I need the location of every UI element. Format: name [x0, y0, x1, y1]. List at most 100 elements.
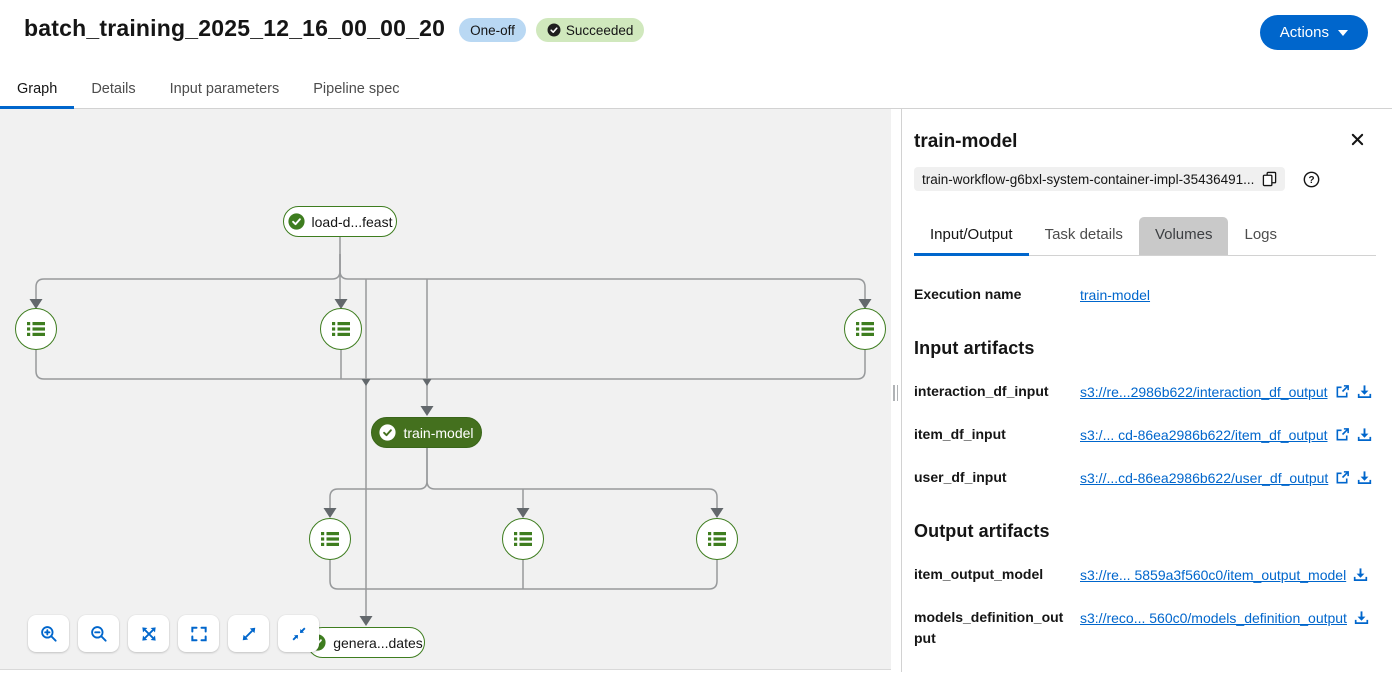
task-detail-tabs: Input/Output Task details Volumes Logs	[914, 217, 1376, 256]
caret-down-icon	[1338, 29, 1348, 36]
actions-button[interactable]: Actions	[1259, 15, 1368, 50]
expand-icon	[141, 626, 156, 641]
graph-edges	[29, 237, 872, 626]
input-artifacts-heading: Input artifacts	[914, 338, 1035, 358]
open-artifact-button[interactable]	[1335, 427, 1350, 442]
tab-logs[interactable]: Logs	[1244, 226, 1278, 243]
download-icon	[1357, 385, 1371, 398]
list-icon	[332, 322, 350, 336]
tab-input-parameters[interactable]: Input parameters	[169, 81, 280, 97]
tab-input-output[interactable]: Input/Output	[914, 217, 1029, 256]
collapse-alt-icon	[292, 627, 305, 640]
output-artifacts-heading: Output artifacts	[914, 521, 1050, 541]
artifact-name: item_df_input	[914, 426, 1006, 442]
pod-name-chip: train-workflow-g6bxl-system-container-im…	[914, 167, 1286, 191]
download-icon	[1357, 428, 1371, 441]
artifact-name: interaction_df_input	[914, 383, 1049, 399]
task-detail-drawer: train-model train-workflow-g6bxl-system-…	[902, 109, 1392, 672]
artifact-row: models_definition_output s3://reco... 56…	[914, 607, 1376, 649]
node-label: load-d...feast	[311, 213, 393, 230]
status-badge: Succeeded	[535, 18, 645, 42]
node-train-model[interactable]: train-model	[371, 417, 482, 448]
zoom-out-icon	[90, 625, 107, 642]
pod-name-text: train-workflow-g6bxl-system-container-im…	[922, 171, 1255, 187]
external-link-icon	[1336, 385, 1349, 398]
node-label: genera...dates	[333, 634, 423, 651]
drag-grip-icon	[893, 385, 898, 401]
artifact-row: interaction_df_input s3://re...2986b622/…	[914, 381, 1376, 402]
tab-volumes[interactable]: Volumes	[1138, 217, 1229, 255]
tab-task-details[interactable]: Task details	[1044, 226, 1123, 243]
artifact-link[interactable]: s3://re...2986b622/interaction_df_output	[1080, 383, 1328, 400]
node-generate-candidates[interactable]: genera...dates	[307, 627, 425, 658]
artifact-link[interactable]: s3://...cd-86ea2986b622/user_df_output	[1080, 469, 1329, 486]
tasks-group-node[interactable]	[844, 308, 886, 350]
tasks-group-node[interactable]	[320, 308, 362, 350]
download-icon	[1354, 568, 1368, 581]
actions-label: Actions	[1279, 24, 1329, 41]
download-icon	[1354, 611, 1369, 624]
close-icon	[1351, 133, 1364, 146]
tasks-group-node[interactable]	[696, 518, 738, 560]
tab-pipeline-spec[interactable]: Pipeline spec	[313, 81, 400, 97]
help-icon: ?	[1304, 171, 1320, 187]
zoom-out-button[interactable]	[78, 615, 119, 652]
svg-text:?: ?	[1309, 174, 1315, 185]
artifact-link[interactable]: s3://re... 5859a3f560c0/item_output_mode…	[1080, 566, 1347, 583]
expand-button[interactable]	[128, 615, 169, 652]
help-button[interactable]: ?	[1303, 171, 1320, 188]
artifact-name: user_df_input	[914, 469, 1007, 485]
badge-label: One-off	[470, 22, 515, 38]
artifact-row: user_df_input s3://...cd-86ea2986b622/us…	[914, 467, 1376, 488]
download-artifact-button[interactable]	[1353, 567, 1368, 582]
node-load-data-feast[interactable]: load-d...feast	[283, 206, 397, 237]
drawer-resize-handle[interactable]	[891, 109, 902, 672]
execution-name-link[interactable]: train-model	[1080, 286, 1151, 303]
check-circle-icon	[287, 213, 305, 230]
task-title: train-model	[914, 131, 1018, 152]
artifact-row: item_df_input s3:/... cd-86ea2986b622/it…	[914, 424, 1376, 445]
expand-alt-button[interactable]	[228, 615, 269, 652]
tab-graph[interactable]: Graph	[0, 72, 75, 109]
external-link-icon	[1336, 471, 1350, 484]
list-icon	[321, 532, 339, 546]
artifact-link[interactable]: s3://reco... 560c0/models_definition_out…	[1080, 609, 1347, 626]
download-artifact-button[interactable]	[1357, 384, 1372, 399]
page-title: batch_training_2025_12_16_00_00_20	[24, 14, 446, 41]
download-artifact-button[interactable]	[1357, 470, 1372, 485]
page-header: batch_training_2025_12_16_00_00_20 One-o…	[0, 0, 1392, 50]
zoom-in-icon	[40, 625, 57, 642]
close-drawer-button[interactable]	[1345, 127, 1370, 155]
download-artifact-button[interactable]	[1357, 427, 1372, 442]
open-artifact-button[interactable]	[1335, 384, 1350, 399]
execution-name-row: Execution name train-model	[914, 284, 1376, 305]
node-label: train-model	[403, 424, 474, 441]
tasks-group-node[interactable]	[309, 518, 351, 560]
expand-alt-icon	[242, 627, 255, 640]
artifact-link[interactable]: s3:/... cd-86ea2986b622/item_df_output	[1080, 426, 1328, 443]
copy-icon	[1263, 171, 1277, 187]
badges: One-off Succeeded	[459, 14, 645, 42]
collapse-alt-button[interactable]	[278, 615, 319, 652]
fit-to-screen-button[interactable]	[178, 615, 219, 652]
badge-label: Succeeded	[565, 22, 634, 38]
pipeline-graph-canvas[interactable]: load-d...feast train-model genera...date…	[0, 109, 891, 670]
tasks-group-node[interactable]	[502, 518, 544, 560]
run-tabs: Graph Details Input parameters Pipeline …	[0, 72, 1392, 109]
open-artifact-button[interactable]	[1335, 470, 1350, 485]
external-link-icon	[1336, 428, 1349, 441]
artifact-row: user_output_model s3://rec...5859a3f560c…	[914, 671, 1376, 672]
download-artifact-button[interactable]	[1354, 610, 1369, 625]
run-trigger-badge: One-off	[459, 18, 526, 42]
tab-details[interactable]: Details	[91, 81, 136, 97]
copy-button[interactable]	[1262, 171, 1277, 187]
list-icon	[708, 532, 726, 546]
list-icon	[514, 532, 532, 546]
graph-toolbar	[28, 615, 319, 652]
download-icon	[1358, 471, 1372, 484]
zoom-in-button[interactable]	[28, 615, 69, 652]
artifact-name: item_output_model	[914, 566, 1044, 582]
check-circle-icon	[379, 424, 397, 441]
tasks-group-node[interactable]	[15, 308, 57, 350]
artifact-row: item_output_model s3://re... 5859a3f560c…	[914, 564, 1376, 585]
